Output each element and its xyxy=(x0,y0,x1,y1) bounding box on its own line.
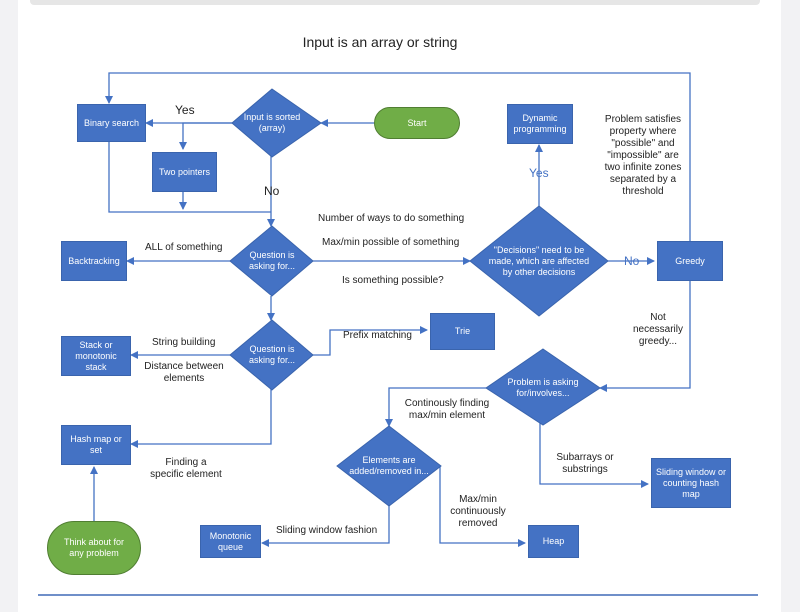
edge-q2-hashmap xyxy=(130,389,272,448)
not-necessarily-label: Not necessarily greedy... xyxy=(632,312,684,347)
edge-q2-trie xyxy=(313,326,428,356)
question1-label: Question is asking for... xyxy=(248,250,296,271)
edge-elements-heap xyxy=(439,466,526,547)
number-of-ways-label: Number of ways to do something xyxy=(318,213,465,224)
diamond-question2 xyxy=(229,319,314,391)
sliding-window-box: Sliding window or counting hash map xyxy=(651,458,731,508)
edge-binary-join xyxy=(108,141,271,213)
backtracking-box: Backtracking xyxy=(61,241,127,281)
question2-label: Question is asking for... xyxy=(248,344,296,365)
diamond-input-sorted xyxy=(231,88,322,158)
problem-satisfies-label: Problem satisfies property where "possib… xyxy=(604,114,682,197)
bottom-divider xyxy=(38,594,758,596)
decisions-label: "Decisions" need to be made, which are a… xyxy=(488,244,590,277)
heap-box: Heap xyxy=(528,525,579,558)
trie-box: Trie xyxy=(430,313,495,350)
maxmin-possible-label: Max/min possible of something xyxy=(322,237,460,248)
yes-label-left: Yes xyxy=(175,103,195,117)
edge-problem-sliding xyxy=(539,423,649,488)
hash-map-box: Hash map or set xyxy=(61,425,131,465)
diamond-elements-added xyxy=(336,425,442,507)
diamond-problem-asking xyxy=(485,348,601,426)
elements-added-label: Elements are added/removed in... xyxy=(349,455,429,476)
prefix-matching-label: Prefix matching xyxy=(343,330,412,341)
problem-asking-label: Problem is asking for/involves... xyxy=(507,377,579,398)
no-label-down: No xyxy=(264,184,280,198)
stack-box: Stack or monotonic stack xyxy=(61,336,131,376)
no-label-right: No xyxy=(624,254,640,268)
greedy-box: Greedy xyxy=(657,241,723,281)
dynamic-programming-box: Dynamic programming xyxy=(507,104,573,144)
subarrays-label: Subarrays or substrings xyxy=(556,452,614,475)
diamond-question1 xyxy=(229,225,314,297)
distance-between-label: Distance between elements xyxy=(144,361,224,384)
finding-specific-label: Finding a specific element xyxy=(150,457,222,480)
sliding-fashion-label: Sliding window fashion xyxy=(276,525,378,536)
binary-search-box: Binary search xyxy=(77,104,146,142)
input-sorted-label: Input is sorted (array) xyxy=(243,112,301,133)
diamond-decisions xyxy=(469,205,609,317)
start-terminal: Start xyxy=(374,107,460,139)
two-pointers-box: Two pointers xyxy=(152,152,217,192)
edge-greedy-problem xyxy=(599,281,691,392)
edge-problem-elements xyxy=(385,387,486,427)
string-building-label: String building xyxy=(152,337,216,348)
think-terminal: Think about for any problem xyxy=(47,521,141,575)
yes-label-up: Yes xyxy=(529,166,549,180)
monotonic-queue-box: Monotonic queue xyxy=(200,525,261,558)
edge-elements-monoqueue xyxy=(261,504,390,547)
page-canvas xyxy=(18,0,781,612)
is-possible-label: Is something possible? xyxy=(342,275,444,286)
top-scroll-edge xyxy=(30,0,760,5)
edge-greedy-binary xyxy=(105,72,691,241)
edge-sorted-to-twopointers xyxy=(179,122,238,150)
continuously-finding-label: Continously finding max/min element xyxy=(404,398,490,421)
all-of-something-label: ALL of something xyxy=(145,242,223,253)
diagram-title: Input is an array or string xyxy=(302,34,458,50)
maxmin-continuously-label: Max/min continuously removed xyxy=(450,494,506,529)
